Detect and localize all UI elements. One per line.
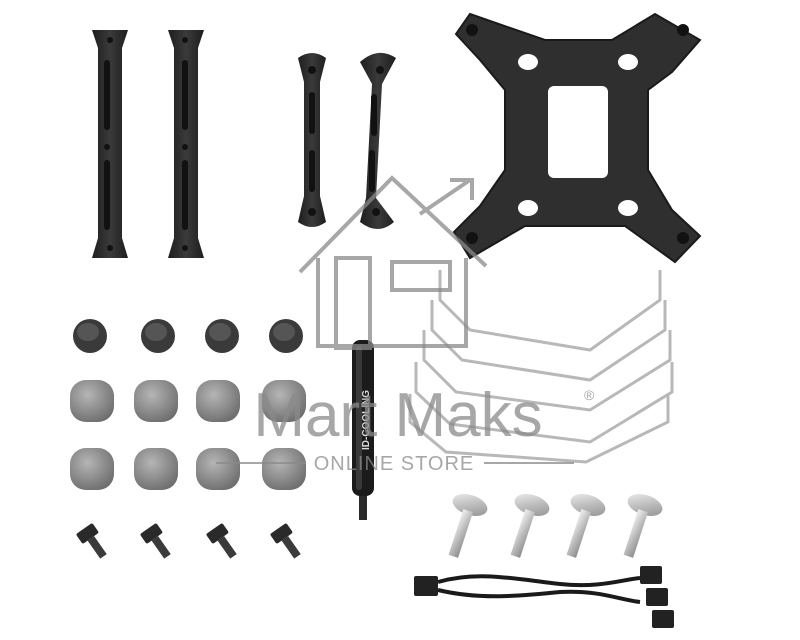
backplate — [452, 12, 702, 264]
mounting-bar-short-left — [298, 53, 326, 227]
thermal-paste-syringe: ID-COOLING — [352, 340, 374, 520]
pwm-splitter-cable — [414, 566, 674, 628]
gray-standoffs-row-1 — [70, 380, 306, 422]
watermark-tagline: ONLINE STORE — [314, 453, 475, 475]
mounting-bar-long-right — [168, 30, 204, 258]
gray-standoffs-row-2 — [70, 448, 306, 490]
black-screws-row — [76, 523, 301, 559]
black-standoffs-row — [73, 319, 303, 353]
silver-screws-row — [448, 493, 663, 558]
mounting-bar-short-right — [360, 52, 396, 229]
thermal-paste-brand-label: ID-COOLING — [361, 390, 372, 450]
house-arrow-icon — [298, 175, 488, 350]
watermark-brand: Mart Maks — [253, 381, 542, 450]
fan-wire-clips — [408, 270, 674, 464]
watermark: Mart Maks ® ONLINE STORE — [216, 175, 595, 475]
watermark-registered-mark: ® — [584, 387, 595, 403]
mounting-bar-long-left — [92, 30, 128, 258]
